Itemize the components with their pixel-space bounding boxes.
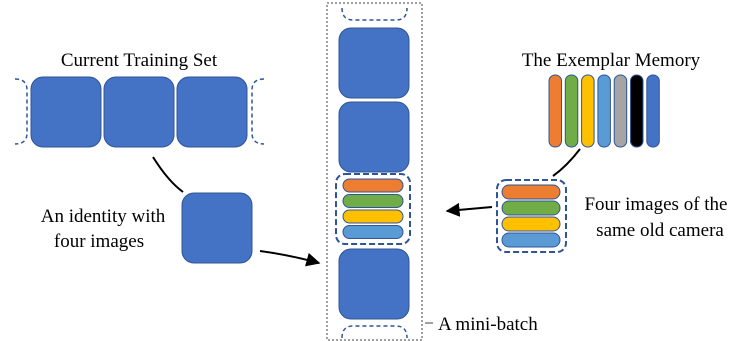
identity-group: An identity with four images — [41, 192, 253, 264]
current-training-set: Current Training Set — [14, 50, 265, 148]
memory-bar-light-blue — [597, 74, 611, 148]
mini-batch-strip-green — [342, 194, 404, 208]
identity-to-minibatch-arrow — [259, 250, 321, 267]
identity-label-line1: An identity with — [41, 206, 166, 227]
memory-bar-yellow — [581, 74, 595, 148]
identity-image-block — [181, 192, 253, 264]
mini-batch-camera-group-outline — [335, 173, 411, 245]
camera-group-outline — [496, 179, 567, 253]
mini-batch-top-bracket — [341, 7, 408, 21]
training-set-left-bracket — [14, 78, 28, 145]
training-image-block — [103, 76, 175, 148]
current-training-set-label: Current Training Set — [61, 50, 218, 71]
mini-batch-image-block — [338, 27, 410, 99]
camera-strip-green — [501, 200, 561, 216]
camera-group: Four images of the same old camera — [496, 179, 728, 253]
training-image-block — [30, 76, 102, 148]
mini-batch-strip-light-blue — [342, 225, 404, 239]
mini-batch: A mini-batch — [326, 2, 538, 341]
mini-batch-camera-strips — [342, 178, 404, 239]
training-image-block — [176, 76, 248, 148]
mini-batch-label: A mini-batch — [438, 314, 538, 335]
memory-bar-blue — [646, 74, 660, 148]
memory-connector — [552, 148, 581, 177]
identity-label-line2: four images — [54, 231, 144, 252]
camera-strip-orange — [501, 184, 561, 200]
memory-bar-orange — [548, 74, 562, 148]
exemplar-memory-bars — [548, 74, 660, 148]
mini-batch-strip-yellow — [342, 209, 404, 224]
camera-strip-yellow — [501, 216, 561, 232]
camera-group-strips — [501, 184, 561, 248]
mini-batch-strip-orange — [342, 178, 404, 193]
memory-bar-gray — [613, 74, 628, 148]
memory-bar-black — [630, 74, 644, 148]
camera-label-line1: Four images of the — [584, 194, 727, 215]
camera-strip-light-blue — [501, 232, 561, 248]
mini-batch-image-block — [338, 101, 410, 173]
memory-bar-green — [564, 74, 579, 148]
mini-batch-image-block — [338, 248, 410, 320]
camera-label-line2: same old camera — [596, 220, 724, 241]
training-set-right-bracket — [251, 78, 265, 145]
mini-batch-bottom-bracket — [341, 325, 408, 339]
exemplar-memory: The Exemplar Memory — [522, 50, 701, 148]
exemplar-memory-label: The Exemplar Memory — [522, 50, 701, 71]
training-set-connector — [152, 156, 184, 193]
camera-to-minibatch-arrow — [445, 202, 493, 217]
